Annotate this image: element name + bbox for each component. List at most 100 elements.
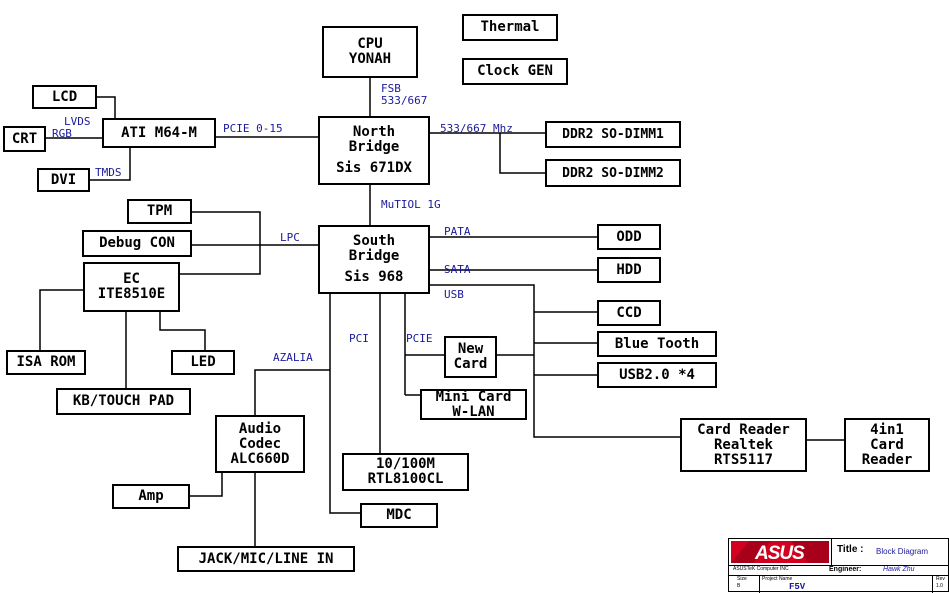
isa-rom-block: ISA ROM bbox=[6, 350, 86, 375]
north-bridge-label-1: North bbox=[352, 124, 396, 140]
hdd-block: HDD bbox=[597, 257, 661, 283]
usb-ports-block: USB2.0 *4 bbox=[597, 362, 717, 388]
odd-label: ODD bbox=[616, 228, 642, 245]
lvds-label: LVDS bbox=[64, 115, 91, 128]
south-bridge-label-2: Bridge bbox=[348, 248, 400, 264]
debug-con-block: Debug CON bbox=[82, 230, 192, 257]
svg-text:ASUS: ASUS bbox=[754, 543, 805, 563]
usb-ports-label: USB2.0 *4 bbox=[619, 366, 695, 383]
pcie-label: PCIE bbox=[406, 332, 433, 345]
ccd-block: CCD bbox=[597, 300, 661, 326]
lan-model: RTL8100CL bbox=[367, 471, 444, 487]
cpu-label: CPU bbox=[357, 36, 383, 52]
lpc-label: LPC bbox=[280, 231, 300, 244]
lcd-block: LCD bbox=[32, 85, 97, 109]
isa-rom-label: ISA ROM bbox=[16, 354, 76, 370]
ec-model: ITE8510E bbox=[97, 286, 166, 302]
ec-label: EC bbox=[123, 271, 140, 287]
bluetooth-block: Blue Tooth bbox=[597, 331, 717, 357]
north-bridge-label-2: Bridge bbox=[348, 139, 400, 155]
tpm-label: TPM bbox=[146, 203, 173, 219]
fsb-label-speed: 533/667 bbox=[381, 94, 428, 107]
lan-label: 10/100M bbox=[375, 456, 435, 472]
size-label: Size bbox=[737, 576, 747, 582]
odd-block: ODD bbox=[597, 224, 661, 250]
project-value: F5V bbox=[789, 582, 806, 592]
clock-gen-label: Clock GEN bbox=[477, 63, 553, 79]
jack-label: JACK/MIC/LINE IN bbox=[198, 550, 334, 567]
thermal-block: Thermal bbox=[462, 14, 558, 41]
south-bridge-label-1: South bbox=[352, 233, 396, 249]
south-bridge-model: Sis 968 bbox=[344, 269, 404, 285]
north-bridge-model: Sis 671DX bbox=[336, 160, 412, 176]
new-card-label-2: Card bbox=[453, 356, 488, 372]
led-label: LED bbox=[190, 354, 216, 370]
size-value: B bbox=[737, 583, 741, 589]
clock-gen-block: Clock GEN bbox=[462, 58, 568, 85]
dimm2-label: DDR2 SO-DIMM2 bbox=[562, 165, 664, 181]
rev-label: Rev bbox=[936, 576, 945, 582]
ati-gpu-label: ATI M64-M bbox=[121, 124, 197, 141]
mutiol-label: MuTIOL 1G bbox=[381, 198, 441, 211]
kb-touchpad-block: KB/TOUCH PAD bbox=[56, 388, 191, 415]
pcie-0-15-label: PCIE 0-15 bbox=[223, 122, 283, 135]
cpu-model: YONAH bbox=[348, 51, 392, 67]
title-value: Block Diagram bbox=[876, 547, 929, 556]
dvi-label: DVI bbox=[50, 171, 77, 188]
bluetooth-label: Blue Tooth bbox=[614, 335, 700, 352]
dimm1-label: DDR2 SO-DIMM1 bbox=[562, 127, 664, 142]
new-card-label-1: New bbox=[457, 341, 484, 357]
dimm1-block: DDR2 SO-DIMM1 bbox=[545, 121, 681, 148]
audio-codec-model: ALC660D bbox=[230, 450, 290, 467]
pci-label: PCI bbox=[349, 332, 369, 345]
amp-block: Amp bbox=[112, 484, 190, 509]
dvi-block: DVI bbox=[37, 168, 90, 192]
mdc-label: MDC bbox=[386, 507, 412, 523]
company-name: ASUSTeK Computer INC bbox=[733, 566, 789, 572]
title-block: ASUS Title : Block Diagram ASUSTeK Compu… bbox=[728, 538, 949, 593]
lcd-label: LCD bbox=[51, 88, 78, 105]
tmds-label: TMDS bbox=[95, 166, 122, 179]
engineer-label: Engineer: bbox=[829, 566, 862, 573]
rev-value: 1.0 bbox=[936, 583, 943, 589]
mini-card-label-2: W-LAN bbox=[452, 403, 495, 420]
title-label: Title : bbox=[837, 544, 864, 555]
debug-con-label: Debug CON bbox=[99, 235, 175, 251]
four-in-one-label-1: 4in1 bbox=[870, 421, 904, 438]
pata-label: PATA bbox=[444, 225, 471, 238]
four-in-one-label-2: Card bbox=[870, 436, 904, 453]
led-block: LED bbox=[171, 350, 235, 375]
fsb-label-name: FSB bbox=[381, 82, 401, 95]
sata-label: SATA bbox=[444, 263, 471, 276]
mdc-block: MDC bbox=[360, 503, 438, 528]
ati-gpu-block: ATI M64-M bbox=[102, 118, 216, 148]
crt-label: CRT bbox=[11, 130, 38, 147]
thermal-label: Thermal bbox=[480, 19, 540, 35]
dimm2-block: DDR2 SO-DIMM2 bbox=[545, 159, 681, 187]
asus-logo: ASUS bbox=[731, 541, 829, 563]
audio-codec-label-1: Audio bbox=[238, 420, 282, 437]
card-reader-vendor: Realtek bbox=[713, 436, 773, 453]
amp-label: Amp bbox=[138, 488, 164, 504]
asus-logo-art: ASUS bbox=[731, 541, 829, 563]
azalia-label: AZALIA bbox=[273, 351, 313, 364]
card-reader-model: RTS5117 bbox=[713, 451, 773, 468]
kb-touchpad-label: KB/TOUCH PAD bbox=[72, 393, 175, 409]
audio-codec-label-2: Codec bbox=[238, 435, 282, 452]
engineer-value: Hawk Zhu bbox=[883, 566, 915, 573]
ccd-label: CCD bbox=[616, 304, 642, 321]
hdd-label: HDD bbox=[616, 261, 642, 278]
jack-block: JACK/MIC/LINE IN bbox=[177, 546, 355, 572]
crt-block: CRT bbox=[3, 126, 46, 152]
